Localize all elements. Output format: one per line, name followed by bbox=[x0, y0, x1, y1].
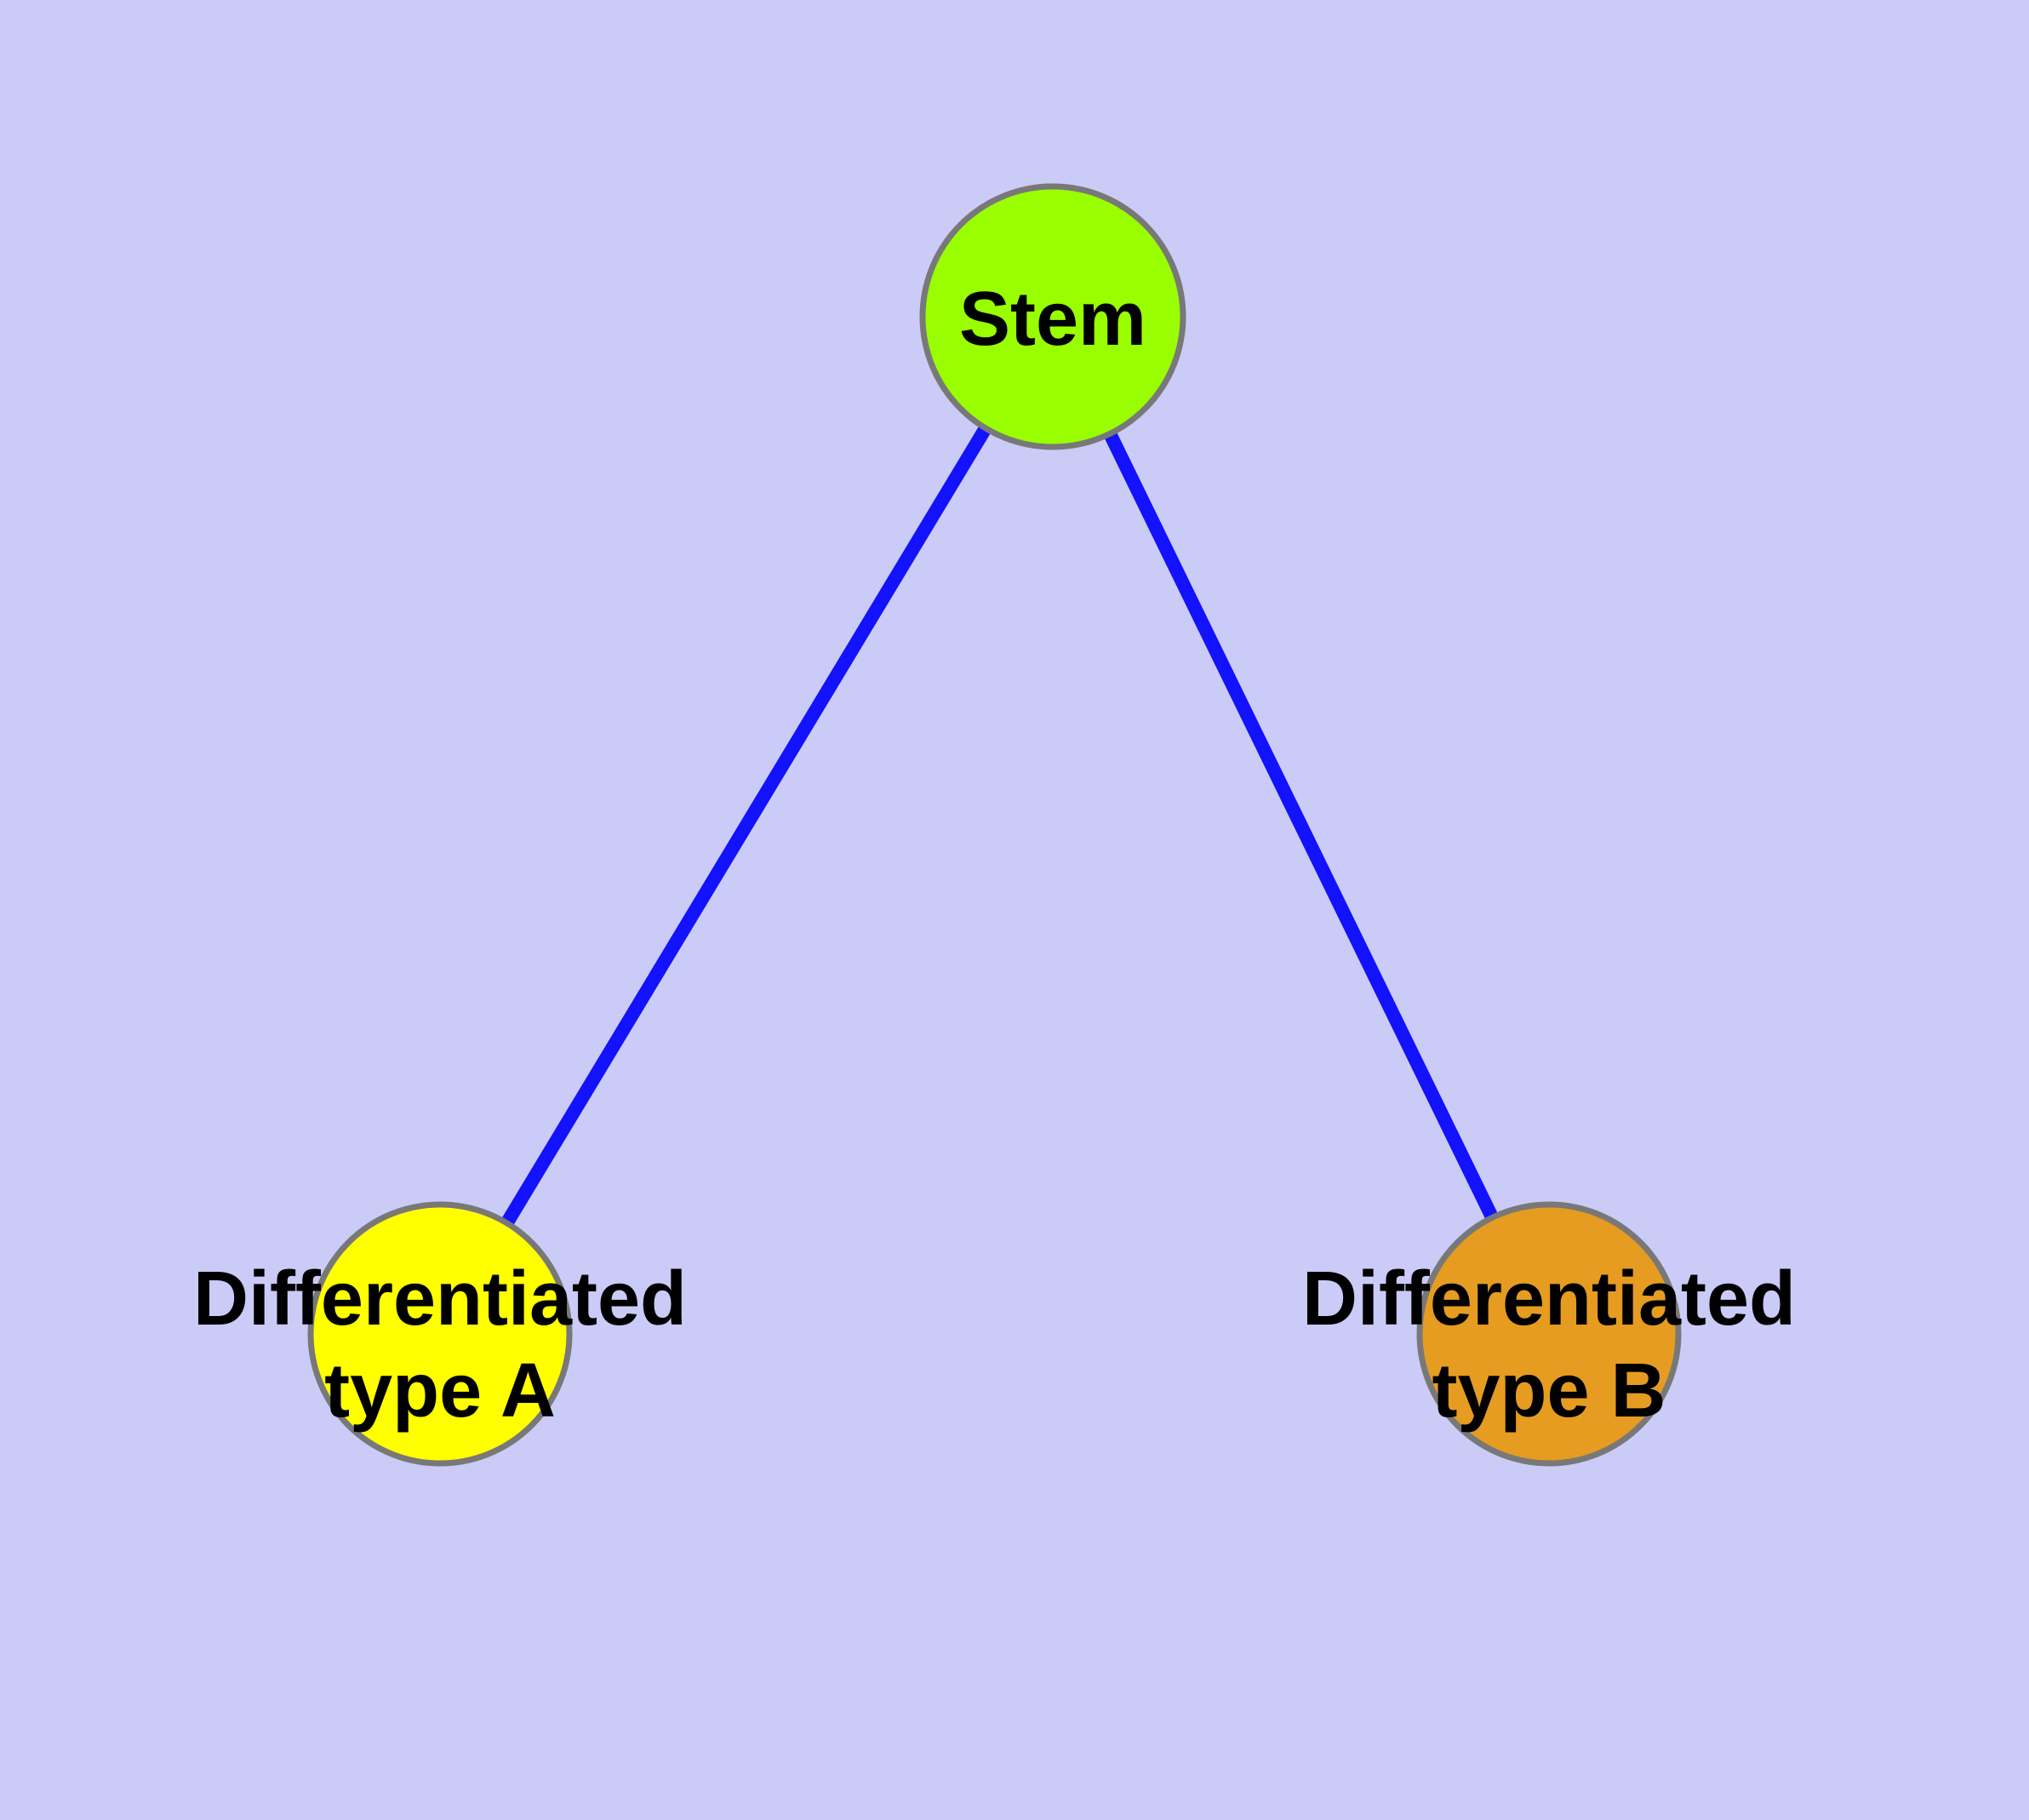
node-label-differentiated-type-b-line-1: Differentiated bbox=[1302, 1256, 1796, 1342]
node-label-differentiated-type-a-line-2: type A bbox=[324, 1348, 556, 1434]
node-label-differentiated-type-a-line-1: Differentiated bbox=[193, 1256, 687, 1342]
node-stem[interactable]: Stem bbox=[919, 183, 1186, 450]
node-circle-stem[interactable] bbox=[919, 183, 1186, 450]
node-label-stem-line-1: Stem bbox=[959, 277, 1146, 362]
node-label-differentiated-type-b-line-2: type B bbox=[1432, 1348, 1666, 1434]
node-circle-differentiated-type-b[interactable] bbox=[1416, 1201, 1682, 1467]
node-circle-differentiated-type-a[interactable] bbox=[307, 1201, 573, 1467]
edges-layer bbox=[434, 312, 1556, 1338]
edge-stem-to-differentiated-type-a bbox=[434, 312, 1059, 1338]
edge-stem-to-differentiated-type-b bbox=[1046, 313, 1556, 1337]
